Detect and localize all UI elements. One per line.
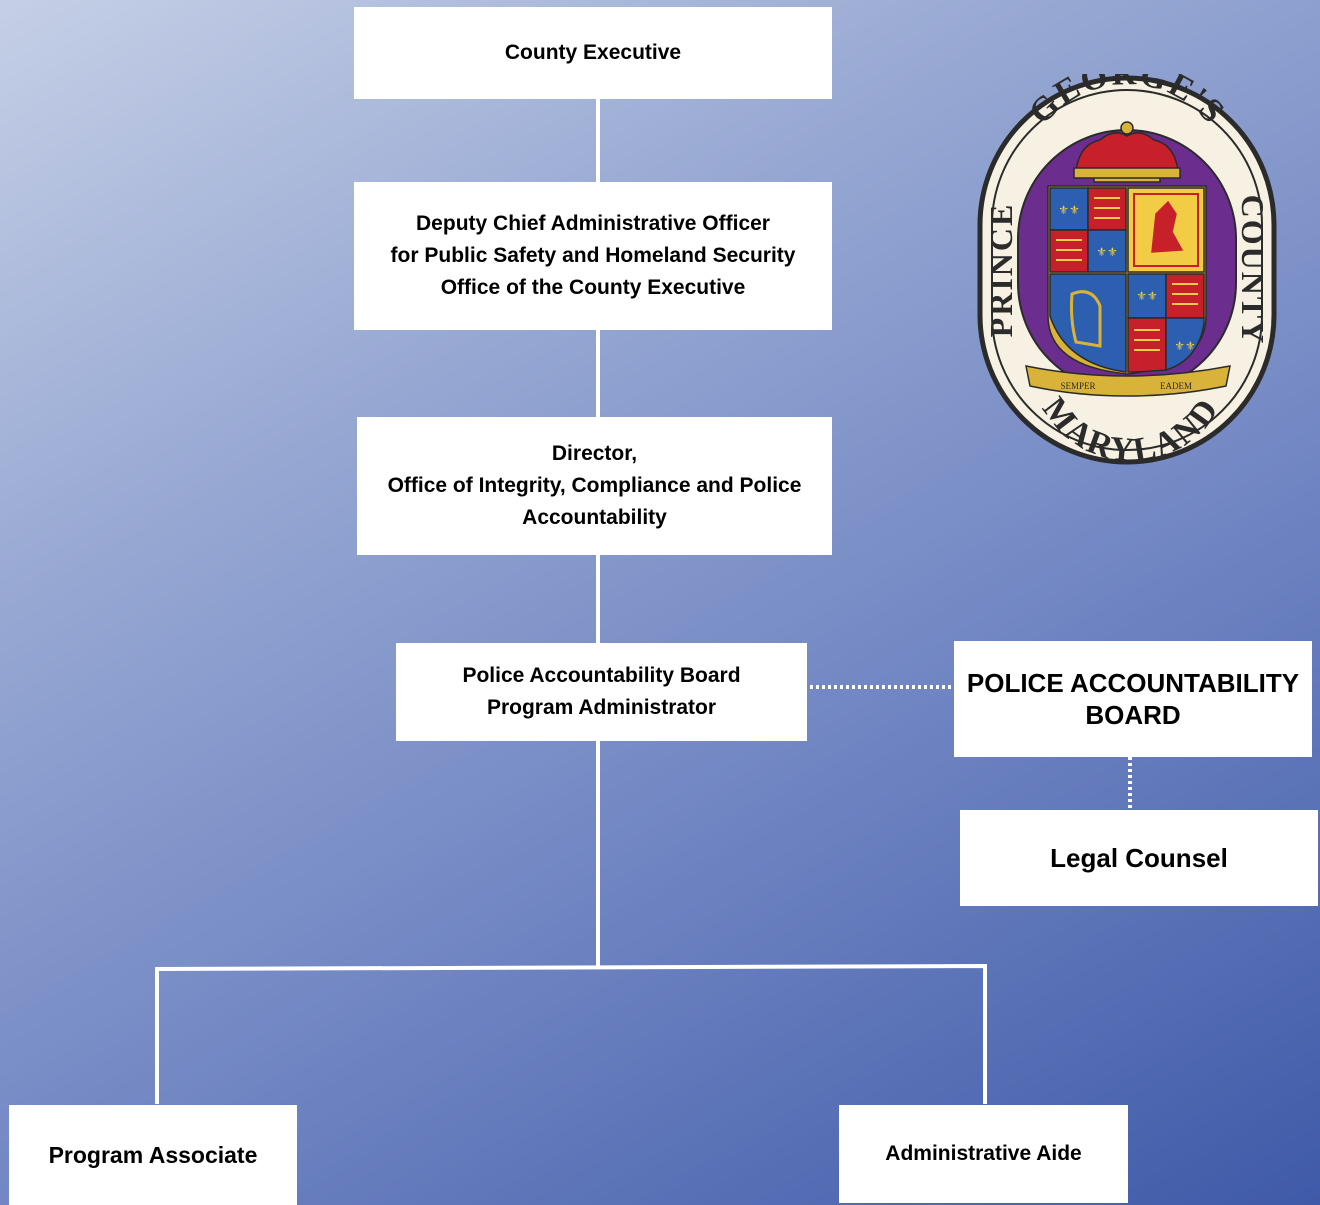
seal-fleur-icon: ⚜⚜ [1174,339,1196,353]
seal-fleur-icon: ⚜⚜ [1136,289,1158,303]
seal-shield-icon [1047,185,1207,375]
pab-line-1: POLICE ACCOUNTABILITY [966,668,1300,698]
director-line-1: Director, [551,442,638,465]
seal-right-lettering: COUNTY [1235,195,1271,346]
pab-admin-line-1: Police Accountability Board [462,664,741,687]
pab-admin-line-2: Program Administrator [486,696,717,719]
pab-line-2: BOARD [1085,700,1181,730]
deputy-cao-line-1: Deputy Chief Administrative Officer [416,212,770,235]
node-pab-program-administrator: Police Accountability Board Program Admi… [396,643,807,741]
administrative-aide-title: Administrative Aide [885,1142,1082,1165]
county-seal-logo: GEORGE'S PRINCE COUNTY MARYLAND ⚜⚜ ⚜⚜ ⚜⚜… [977,74,1277,466]
director-line-3: Accountability [522,506,667,529]
node-legal-counsel: Legal Counsel [960,810,1318,906]
seal-motto-left: SEMPER [1060,381,1095,391]
director-line-2: Office of Integrity, Compliance and Poli… [387,474,802,497]
county-executive-title: County Executive [504,41,682,64]
seal-fleur-icon: ⚜⚜ [1058,203,1080,217]
seal-left-lettering: PRINCE [983,203,1019,338]
node-deputy-cao: Deputy Chief Administrative Officer for … [354,182,832,330]
seal-fleur-icon: ⚜⚜ [1096,245,1118,259]
legal-counsel-title: Legal Counsel [1050,843,1228,873]
seal-inner-ring [991,89,1263,451]
seal-motto-right: EADEM [1160,381,1192,391]
seal-motto-ribbon-icon [1025,365,1231,397]
deputy-cao-line-3: Office of the County Executive [440,276,746,299]
deputy-cao-line-2: for Public Safety and Homeland Security [390,244,796,267]
node-program-associate: Program Associate [9,1105,297,1205]
node-police-accountability-board: POLICE ACCOUNTABILITY BOARD [954,641,1312,757]
node-administrative-aide: Administrative Aide [839,1105,1128,1203]
node-county-executive: County Executive [354,7,832,99]
seal-crown-icon [1073,121,1181,183]
node-director: Director, Office of Integrity, Complianc… [357,417,832,555]
connector-branch-horizontal [155,963,987,1104]
program-associate-title: Program Associate [48,1142,258,1168]
